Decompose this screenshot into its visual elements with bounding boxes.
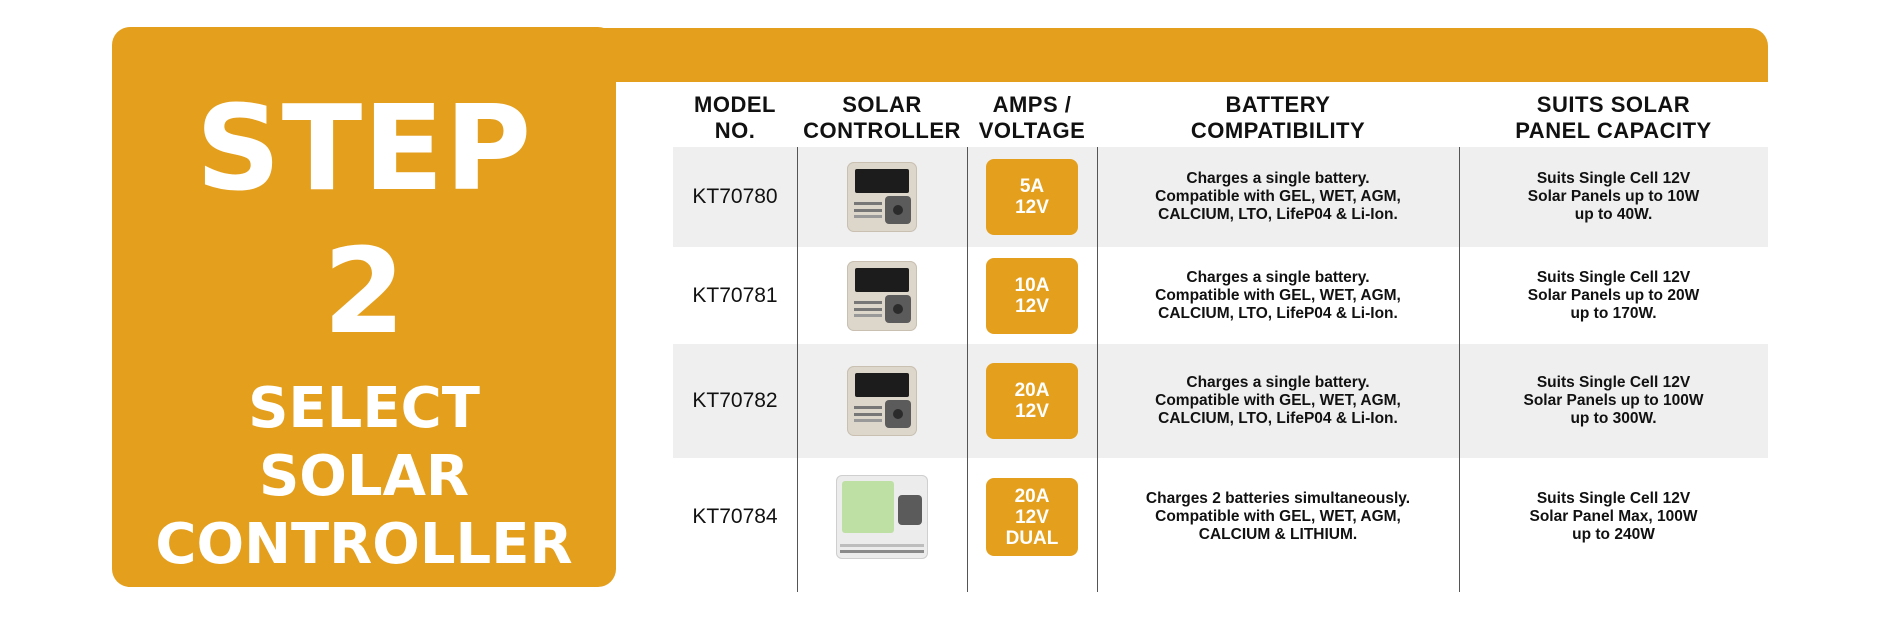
panel-cell: Suits Single Cell 12V Solar Panels up to… — [1459, 247, 1768, 344]
column-divider — [797, 147, 798, 592]
step-number: 2 — [322, 222, 406, 360]
battery-line: Charges 2 batteries simultaneously. — [1145, 490, 1411, 507]
battery-line: Compatible with GEL, WET, AGM, — [1155, 188, 1401, 205]
step-title-line: CONTROLLER — [155, 512, 573, 577]
battery-line: CALCIUM, LTO, LifeP04 & Li-Ion. — [1158, 410, 1398, 427]
model-number: KT70781 — [692, 283, 778, 307]
panel-line: up to 170W. — [1570, 304, 1657, 322]
model-number: KT70780 — [692, 185, 778, 208]
amps-badge: 20A 12V — [986, 363, 1078, 439]
battery-line: Compatible with GEL, WET, AGM, — [1155, 392, 1401, 409]
amps-cell: 10A 12V — [967, 247, 1097, 344]
amps-badge: 5A 12V — [986, 159, 1078, 235]
table-row: KT70781 10A 12V Charges a single battery… — [673, 247, 1768, 344]
amps-cell: 5A 12V — [967, 147, 1097, 247]
step-label: STEP — [195, 79, 533, 217]
panel-line: Suits Single Cell 12V — [1536, 170, 1691, 187]
header-line: AMPS / — [992, 92, 1072, 117]
badge-dual: DUAL — [1005, 527, 1059, 549]
amps-cell: 20A 12V — [967, 344, 1097, 458]
header-line: COMPATIBILITY — [1190, 118, 1366, 143]
battery-line: Compatible with GEL, WET, AGM, — [1155, 286, 1401, 304]
battery-line: Charges a single battery. — [1186, 268, 1370, 286]
badge-voltage: 12V — [1015, 295, 1049, 317]
panel-line: Suits Single Cell 12V — [1536, 490, 1691, 507]
controller-cell — [797, 247, 967, 344]
table-row: KT70780 5A 12V Charges a single battery.… — [673, 147, 1768, 247]
controller-cell — [797, 458, 967, 576]
panel-line: up to 40W. — [1574, 206, 1653, 223]
panel-line: Suits Single Cell 12V — [1536, 374, 1691, 391]
badge-amps: 5A — [1019, 176, 1045, 197]
panel-line: Solar Panels up to 100W — [1523, 392, 1704, 409]
step-panel: STEP 2 SELECT SOLAR CONTROLLER — [112, 27, 616, 587]
battery-cell: Charges a single battery. Compatible wit… — [1097, 247, 1459, 344]
table-header: MODEL NO. SOLAR CONTROLLER AMPS / VOLTAG… — [0, 92, 1890, 144]
header-line: BATTERY — [1225, 92, 1331, 117]
panel-line: Solar Panels up to 20W — [1527, 286, 1700, 304]
controller-cell — [797, 147, 967, 247]
badge-amps: 20A — [1014, 380, 1050, 401]
panel-line: Suits Single Cell 12V — [1536, 268, 1691, 286]
battery-line: Compatible with GEL, WET, AGM, — [1155, 508, 1401, 525]
step-title-line: SELECT — [248, 376, 480, 441]
panel-line: up to 300W. — [1570, 410, 1657, 427]
amps-badge: 10A 12V — [986, 257, 1078, 334]
table-row: KT70784 20A 12V DUAL Charges 2 batteries… — [673, 458, 1768, 576]
header-line: CONTROLLER — [803, 118, 961, 143]
battery-cell: Charges a single battery. Compatible wit… — [1097, 147, 1459, 247]
dual-battery-solar-charge-controller-icon — [836, 475, 928, 559]
header-line: SOLAR — [842, 92, 922, 117]
badge-amps: 20A — [1014, 485, 1050, 507]
header-line: VOLTAGE — [978, 118, 1086, 143]
step-title: SELECT SOLAR CONTROLLER — [112, 375, 616, 579]
panel-cell: Suits Single Cell 12V Solar Panel Max, 1… — [1459, 458, 1768, 576]
solar-charge-controller-icon — [847, 366, 917, 436]
amps-badge: 20A 12V DUAL — [986, 478, 1078, 556]
battery-cell: Charges a single battery. Compatible wit… — [1097, 344, 1459, 458]
solar-charge-controller-icon — [847, 260, 917, 331]
header-battery: BATTERY COMPATIBILITY — [1097, 92, 1459, 144]
battery-cell: Charges 2 batteries simultaneously. Comp… — [1097, 458, 1459, 576]
header-line: MODEL — [694, 92, 776, 117]
battery-line: CALCIUM, LTO, LifeP04 & Li-Ion. — [1158, 206, 1398, 223]
panel-cell: Suits Single Cell 12V Solar Panels up to… — [1459, 344, 1768, 458]
battery-line: Charges a single battery. — [1186, 374, 1370, 391]
header-line: NO. — [714, 118, 756, 143]
header-controller: SOLAR CONTROLLER — [797, 92, 967, 144]
controller-cell — [797, 344, 967, 458]
column-divider — [967, 147, 968, 592]
table-row: KT70782 20A 12V Charges a single battery… — [673, 344, 1768, 458]
battery-line: CALCIUM & LITHIUM. — [1198, 526, 1358, 543]
step-title-line: SOLAR — [258, 444, 470, 509]
badge-voltage: 12V — [1015, 401, 1049, 422]
badge-voltage: 12V — [1015, 506, 1049, 528]
model-number: KT70784 — [692, 505, 778, 528]
header-line: SUITS SOLAR — [1536, 92, 1691, 117]
header-panel: SUITS SOLAR PANEL CAPACITY — [1459, 92, 1768, 144]
header-amps: AMPS / VOLTAGE — [967, 92, 1097, 144]
panel-line: up to 240W — [1572, 526, 1655, 543]
column-divider — [1459, 147, 1460, 592]
amps-cell: 20A 12V DUAL — [967, 458, 1097, 576]
badge-voltage: 12V — [1015, 197, 1049, 218]
panel-line: Solar Panels up to 10W — [1527, 188, 1700, 205]
panel-cell: Suits Single Cell 12V Solar Panels up to… — [1459, 147, 1768, 247]
header-line: PANEL CAPACITY — [1515, 118, 1712, 143]
battery-line: CALCIUM, LTO, LifeP04 & Li-Ion. — [1158, 304, 1398, 322]
panel-line: Solar Panel Max, 100W — [1529, 508, 1698, 525]
header-bar — [600, 28, 1768, 82]
model-number: KT70782 — [692, 389, 778, 412]
badge-amps: 10A — [1014, 274, 1050, 296]
header-model: MODEL NO. — [673, 92, 797, 144]
column-divider — [1097, 147, 1098, 592]
battery-line: Charges a single battery. — [1186, 170, 1370, 187]
solar-charge-controller-icon — [847, 162, 917, 232]
